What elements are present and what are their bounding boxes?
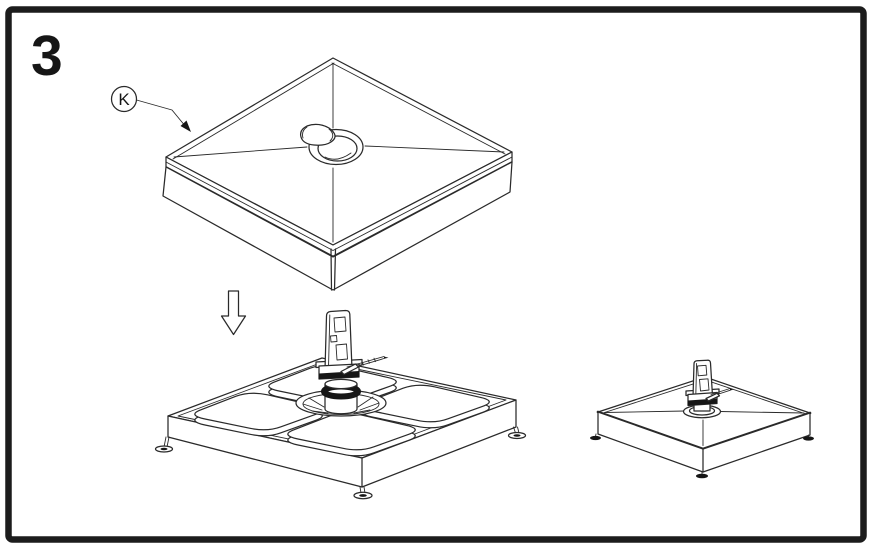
down-arrow-icon	[220, 290, 247, 336]
foot-right	[507, 426, 527, 440]
cover-part	[162, 57, 513, 291]
callout-label: K	[118, 90, 130, 109]
step-number: 3	[31, 24, 63, 88]
funnel-ribs	[302, 396, 380, 414]
part-callout: K	[110, 85, 191, 132]
hole-spout-fold-line	[302, 126, 308, 139]
leveling-feet	[154, 426, 527, 500]
cover-crease-lines	[173, 63, 505, 243]
cover-center-hole	[300, 123, 364, 166]
callout-arrowhead	[180, 120, 191, 132]
assembled-bracket-edge-line	[695, 363, 698, 396]
foot-front	[353, 486, 373, 500]
assembled-pole-bracket	[692, 359, 714, 398]
rod-handle	[340, 363, 360, 376]
rod-thread-ticks	[361, 357, 376, 366]
tension-rod	[340, 356, 389, 376]
pole-bracket	[324, 309, 353, 371]
assembled-top-edge-lines	[602, 380, 807, 415]
hole-spout-tab	[300, 123, 336, 146]
bracket-edge-line	[328, 314, 331, 369]
assembled-bracket-cutouts	[697, 364, 710, 392]
cover-skirt	[162, 161, 513, 291]
assembled-rod-tip	[730, 388, 734, 391]
bracket-cutouts	[330, 316, 348, 361]
callout-leader-line	[136, 99, 187, 128]
assembled-feet	[590, 433, 814, 479]
assembled-foot-left	[590, 435, 601, 441]
callout-circle	[110, 85, 138, 113]
assembled-rod-handle	[705, 392, 721, 402]
base-assembly	[154, 309, 527, 500]
assembled-foot-front	[696, 473, 708, 479]
hole-spout-opening-line	[328, 128, 334, 142]
assembled-foot-right	[803, 436, 814, 441]
assembled-base	[590, 359, 814, 479]
assembled-tension-rod	[705, 388, 734, 402]
cover-top-edge-lines	[172, 62, 506, 160]
rod-tip	[384, 356, 389, 359]
page-border	[5, 6, 867, 543]
pole-pedestal	[321, 378, 361, 415]
cover-front-corner-edge	[330, 248, 337, 291]
clamp-dark-band	[319, 371, 359, 379]
foot-left	[154, 436, 174, 453]
hole-depth-line	[324, 152, 352, 160]
